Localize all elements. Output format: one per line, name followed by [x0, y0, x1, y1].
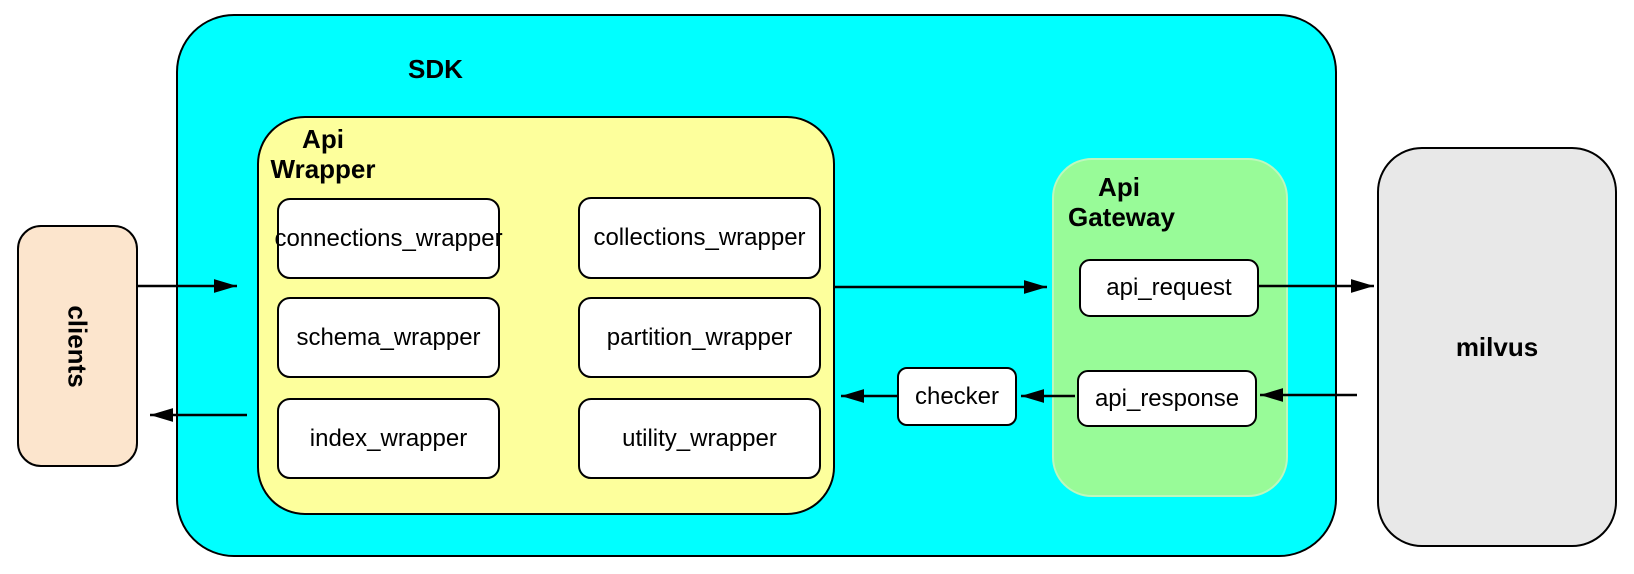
node-checker: checker [897, 367, 1017, 426]
node-milvus: milvus [1377, 147, 1617, 547]
node-api-response: api_response [1077, 370, 1257, 427]
node-label: collections_wrapper [593, 224, 806, 251]
api-gateway-container: Api Gateway api_request api_response [1052, 158, 1288, 497]
node-label: schema_wrapper [296, 323, 481, 351]
sdk-label: SDK [408, 54, 463, 84]
node-label: partition_wrapper [606, 323, 793, 351]
node-label: api_request [1106, 274, 1232, 301]
node-connections-wrapper: connections_wrapper [274, 198, 503, 279]
node-label: index_wrapper [309, 424, 468, 452]
node-api-request: api_request [1079, 259, 1259, 317]
api-wrapper-label: Api Wrapper [270, 124, 376, 184]
node-utility-wrapper: utility_wrapper [578, 398, 821, 479]
node-label: checker [914, 382, 1000, 410]
node-index-wrapper: index_wrapper [277, 398, 500, 479]
api-gateway-label: Api Gateway [1068, 172, 1175, 232]
node-label: utility_wrapper [622, 424, 777, 452]
node-clients: clients [17, 225, 138, 467]
api-wrapper-container: Api Wrapper connections_wrapper collecti… [257, 116, 835, 515]
node-label: clients [63, 304, 93, 388]
node-partition-wrapper: partition_wrapper [578, 297, 821, 378]
node-schema-wrapper: schema_wrapper [277, 297, 500, 378]
node-collections-wrapper: collections_wrapper [578, 197, 821, 279]
node-label: milvus [1455, 331, 1539, 362]
node-label: connections_wrapper [274, 224, 503, 252]
node-label: api_response [1094, 384, 1240, 412]
